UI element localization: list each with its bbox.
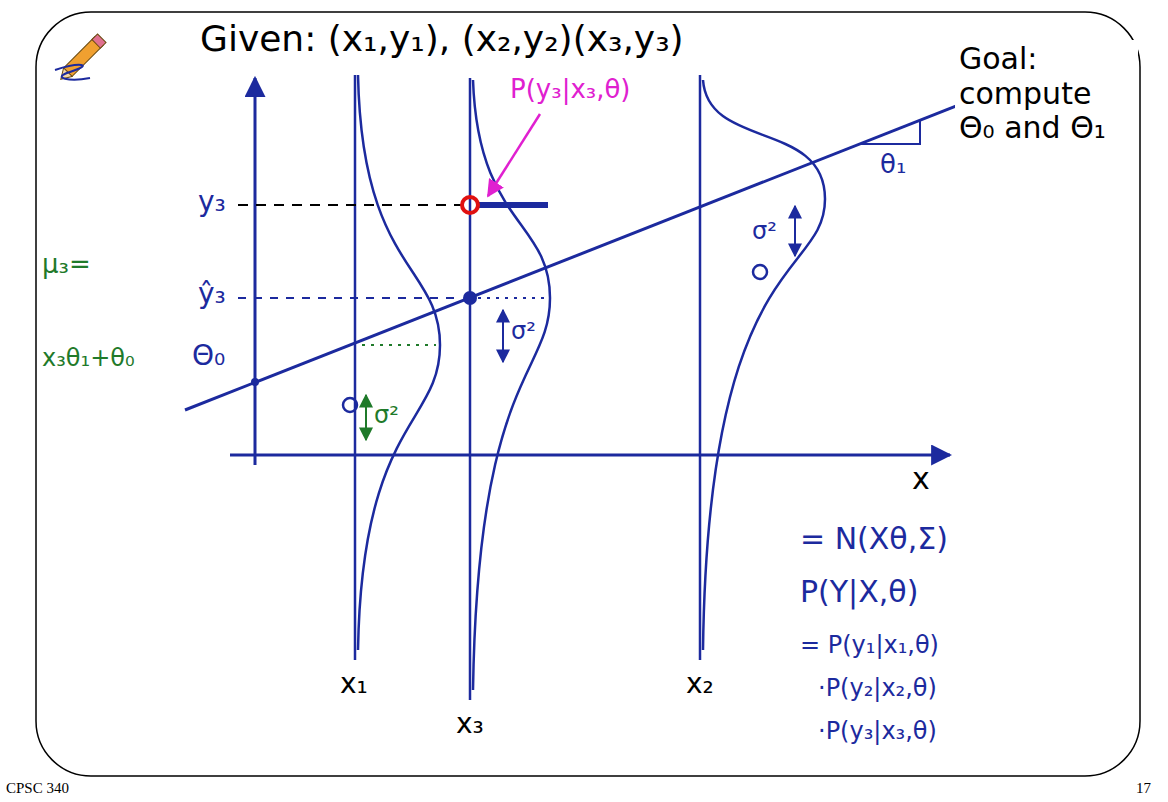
mean-note: μ₃= — [42, 250, 91, 280]
axis-label: x — [912, 462, 930, 497]
formula-text: P(Y|X,θ) — [800, 575, 918, 610]
mean-note: x₃θ₁+θ₀ — [42, 345, 135, 373]
axis-tick-label: x₃ — [456, 708, 484, 740]
variance-label: σ² — [752, 218, 777, 246]
slope-label: θ₁ — [880, 150, 906, 180]
intercept-label: Θ₀ — [192, 340, 225, 372]
page-number: 17 — [1136, 780, 1151, 797]
axis-tick-label: x₂ — [686, 668, 714, 700]
course-code: CPSC 340 — [6, 780, 69, 797]
formula-text: = P(y₁|x₁,θ) — [800, 632, 939, 660]
axis-tick-label: x₁ — [340, 668, 368, 700]
formula-text: = N(Xθ,Σ) — [800, 522, 948, 557]
title-text: Given: (x₁,y₁), (x₂,y₂)(x₃,y₃) — [200, 18, 684, 59]
formula-text: ·P(y₃|x₃,θ) — [818, 718, 937, 746]
axis-value: y₃ — [198, 186, 226, 218]
likelihood-label: P(y₃|x₃,θ) — [510, 75, 631, 105]
goal-note: Goal: compute Θ₀ and Θ₁ — [955, 40, 1138, 148]
variance-label: σ² — [511, 318, 536, 346]
variance-label: σ² — [374, 402, 399, 430]
axis-value: ŷ₃ — [198, 278, 226, 310]
formula-text: ·P(y₂|x₂,θ) — [818, 675, 937, 703]
